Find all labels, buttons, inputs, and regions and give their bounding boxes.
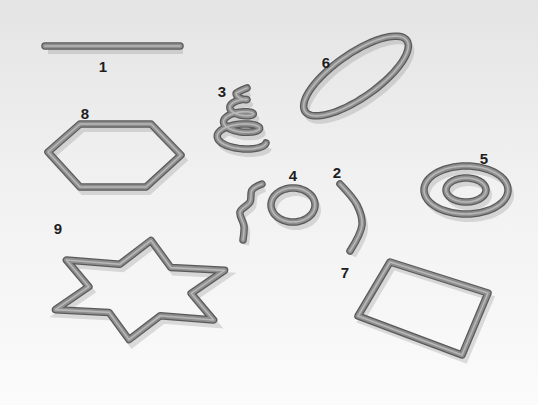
callout-number: 4: [289, 168, 297, 183]
parallelogram: [358, 262, 488, 355]
small-ring: [271, 188, 315, 222]
concentric-ring-inner: [446, 178, 486, 202]
concentric-ring-inner: [446, 178, 486, 202]
straight-rod: [45, 44, 180, 49]
squiggle: [240, 184, 262, 240]
tilted-ring: [304, 36, 409, 116]
small-ring: [271, 188, 315, 222]
arc: [340, 184, 362, 251]
squiggle: [240, 184, 262, 240]
callout-number: 3: [218, 84, 226, 99]
star: [55, 240, 224, 339]
arc: [340, 184, 362, 251]
callout-number: 8: [81, 106, 89, 121]
straight-rod: [45, 45, 180, 47]
concentric-ring-outer: [424, 166, 508, 214]
straight-rod: [45, 42, 180, 50]
callout-number: 2: [333, 165, 341, 180]
concentric-ring-outer: [424, 166, 508, 214]
hexagon: [48, 124, 181, 187]
callout-number: 5: [480, 151, 488, 166]
hexagon: [48, 124, 181, 187]
callout-number: 9: [54, 221, 62, 236]
hexagon: [48, 124, 181, 187]
concentric-ring-inner: [446, 178, 486, 202]
callout-number: 7: [341, 265, 349, 280]
parallelogram: [358, 262, 488, 355]
concentric-ring-outer: [424, 166, 508, 214]
parallelogram: [358, 262, 488, 355]
squiggle: [240, 184, 262, 240]
shadow: [307, 41, 412, 121]
callout-number: 6: [322, 55, 330, 70]
star: [55, 240, 224, 339]
star: [55, 240, 224, 339]
arc: [340, 184, 362, 251]
tilted-ring: [304, 36, 409, 116]
callout-number: 1: [99, 59, 107, 74]
small-ring: [271, 188, 315, 222]
tilted-ring: [304, 36, 409, 116]
